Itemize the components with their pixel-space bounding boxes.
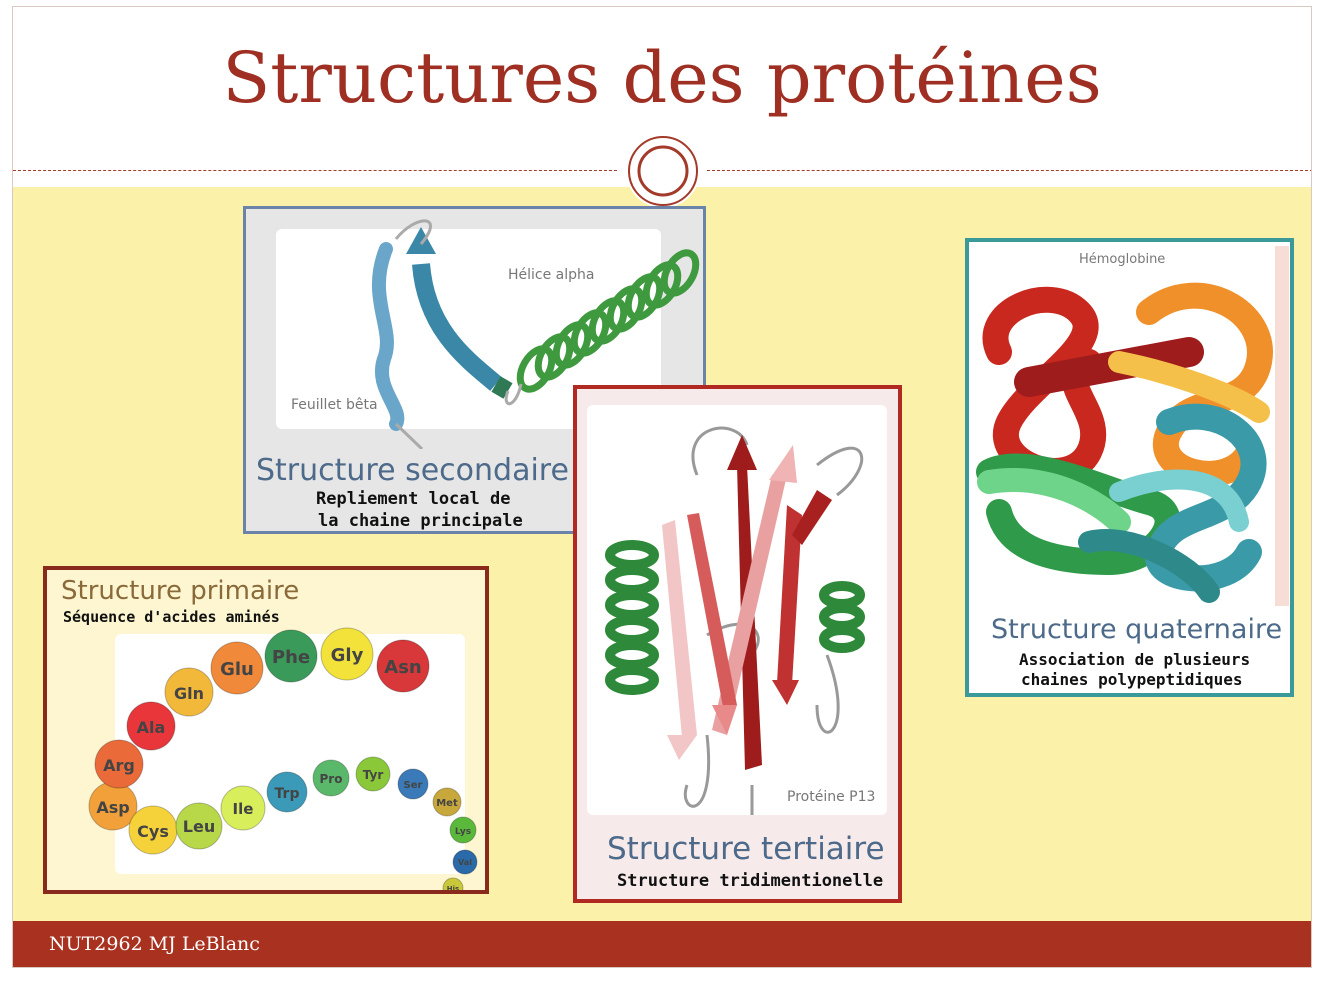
quaternary-subtitle-line2: chaines polypeptidiques xyxy=(1021,670,1243,689)
amino-acid-his: His xyxy=(443,878,463,890)
amino-acid-ala: Ala xyxy=(127,702,175,750)
title-divider-left xyxy=(13,170,617,171)
tertiary-title: Structure tertiaire xyxy=(607,831,885,867)
tertiary-subtitle: Structure tridimentionelle xyxy=(617,871,883,891)
amino-acid-leu: Leu xyxy=(176,803,222,849)
svg-text:Asp: Asp xyxy=(96,798,129,817)
svg-text:His: His xyxy=(447,885,459,890)
amino-acid-ser: Ser xyxy=(398,769,428,799)
helix-label: Hélice alpha xyxy=(508,267,595,283)
amino-acid-pro: Pro xyxy=(313,760,349,796)
amino-acid-lys: Lys xyxy=(450,817,476,843)
amino-acid-val: Val xyxy=(453,850,477,874)
secondary-title: Structure secondaire xyxy=(256,453,569,488)
svg-text:Met: Met xyxy=(436,798,458,809)
footer-text: NUT2962 MJ LeBlanc xyxy=(49,933,260,955)
amino-acid-gln: Gln xyxy=(165,668,213,716)
svg-text:Asn: Asn xyxy=(384,657,421,678)
title-divider-right xyxy=(707,170,1312,171)
quaternary-title: Structure quaternaire xyxy=(991,614,1282,645)
svg-text:Gln: Gln xyxy=(174,684,204,703)
divider-ring-icon xyxy=(626,134,700,208)
svg-text:Cys: Cys xyxy=(137,822,169,841)
amino-acid-cys: Cys xyxy=(129,806,177,854)
amino-acid-ile: Ile xyxy=(221,786,265,830)
tertiary-protein-label: Protéine P13 xyxy=(787,789,875,805)
quaternary-structure-illustration xyxy=(969,272,1289,612)
panel-tertiary-structure: Protéine P13 Structure tertiaire Structu… xyxy=(573,385,902,903)
quaternary-subtitle-line1: Association de plusieurs xyxy=(1019,650,1250,669)
svg-text:Phe: Phe xyxy=(272,647,310,668)
amino-acid-glu: Glu xyxy=(211,642,263,694)
secondary-subtitle-line2: la chaine principale xyxy=(318,511,523,531)
beta-sheet-label: Feuillet bêta xyxy=(291,397,378,413)
svg-text:Glu: Glu xyxy=(220,659,254,680)
amino-acid-asn: Asn xyxy=(377,640,429,692)
svg-text:Ser: Ser xyxy=(404,780,423,791)
amino-acid-gly: Gly xyxy=(321,628,373,680)
svg-text:Gly: Gly xyxy=(331,645,364,666)
panel-quaternary-structure: Hémoglobine Structure quaternaire Associ… xyxy=(965,238,1294,697)
panel-primary-structure: Structure primaire Séquence d'acides ami… xyxy=(43,566,489,894)
slide-title: Structures des protéines xyxy=(13,37,1311,119)
amino-acid-tyr: Tyr xyxy=(356,757,390,791)
tertiary-structure-illustration xyxy=(587,405,887,815)
svg-text:Leu: Leu xyxy=(183,817,215,836)
amino-acid-arg: Arg xyxy=(95,740,143,788)
amino-acid-met: Met xyxy=(433,788,461,816)
footer-bar: NUT2962 MJ LeBlanc xyxy=(13,921,1311,967)
amino-acid-phe: Phe xyxy=(265,630,317,682)
svg-text:Val: Val xyxy=(458,858,472,867)
svg-text:Lys: Lys xyxy=(455,827,471,837)
quaternary-protein-label: Hémoglobine xyxy=(1079,252,1165,267)
svg-text:Trp: Trp xyxy=(275,786,300,802)
svg-text:Tyr: Tyr xyxy=(363,768,384,782)
svg-text:Pro: Pro xyxy=(320,772,343,786)
svg-text:Arg: Arg xyxy=(103,756,135,775)
slide: Structures des protéines xyxy=(12,6,1312,968)
secondary-subtitle-line1: Repliement local de xyxy=(316,489,510,509)
svg-text:Ile: Ile xyxy=(233,800,254,818)
tertiary-image-area: Protéine P13 xyxy=(587,405,887,815)
amino-acid-trp: Trp xyxy=(267,772,307,812)
svg-text:Ala: Ala xyxy=(137,718,166,737)
